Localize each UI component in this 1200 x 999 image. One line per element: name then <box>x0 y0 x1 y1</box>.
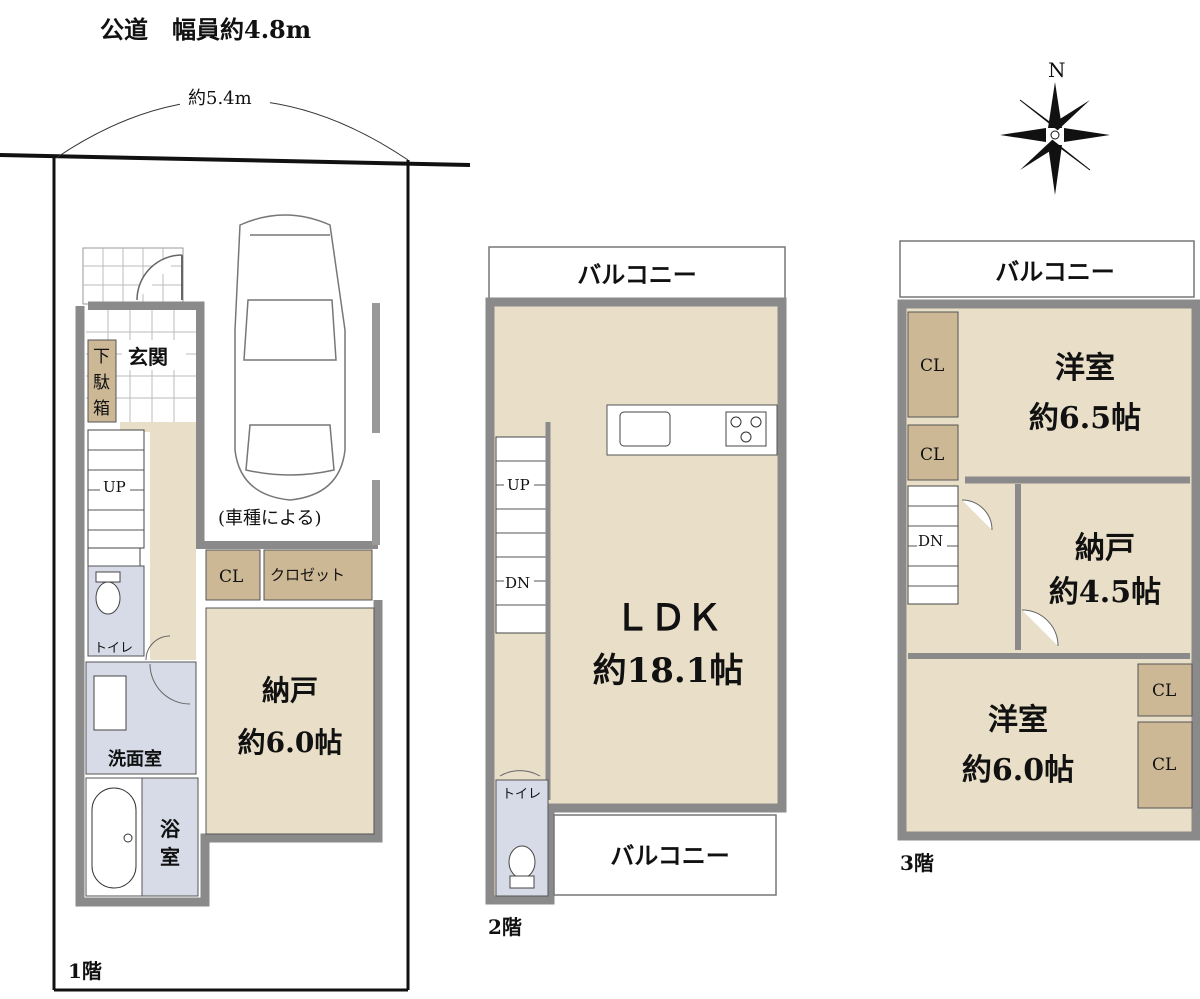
floor1-up-label: UP <box>103 478 126 496</box>
floor3-room1-size: 約6.5帖 <box>1029 401 1141 436</box>
floor3-storage-size: 約4.5帖 <box>1049 575 1161 610</box>
floor3-room2-name: 洋室 <box>988 703 1048 738</box>
floor2-balcony-bottom: バルコニー <box>610 841 730 870</box>
floor1-cl-label: CL <box>219 567 243 587</box>
floor2-toilet-label: トイレ <box>502 787 541 802</box>
car-icon <box>234 214 346 501</box>
floor3-room1-name: 洋室 <box>1055 351 1115 386</box>
site-outline: 約5.4m <box>0 86 471 992</box>
floor1-shoebox-1: 下 <box>93 347 110 367</box>
floor3-plan: バルコニー CL CL 洋室 約6.5帖 DN 納戸 約4.5帖 CL <box>897 240 1200 875</box>
floor3-balcony: バルコニー <box>995 257 1115 286</box>
floor3-cl-d: CL <box>1152 755 1176 775</box>
floor2-ldk-size: 約18.1帖 <box>593 651 744 691</box>
floor1-washroom-label: 洗面室 <box>108 748 162 770</box>
floor2-label: 2階 <box>488 915 522 939</box>
floor1-closet-label: クロゼット <box>270 566 345 584</box>
floor1-storage-size: 約6.0帖 <box>238 726 343 759</box>
floor2-ldk-name: ＬＤＫ <box>614 597 722 639</box>
floor3-storage-name: 納戸 <box>1075 531 1135 566</box>
floor1-genkan-label: 玄関 <box>128 345 168 369</box>
floor1-storage-name: 納戸 <box>262 674 318 707</box>
road-label: 公道 幅員約4.8m <box>100 15 311 44</box>
frontage-label: 約5.4m <box>188 88 252 109</box>
floor1-shoebox-2: 駄 <box>93 373 110 393</box>
floor2-dn-label: DN <box>505 574 530 592</box>
floor1-car-note: (車種による) <box>218 508 322 529</box>
floor1-toilet-label: トイレ <box>94 641 133 656</box>
floor2-balcony-top: バルコニー <box>577 260 697 289</box>
floor3-cl-c: CL <box>1152 681 1176 701</box>
floor3-cl-b: CL <box>920 445 944 465</box>
floor1-shoebox-3: 箱 <box>93 399 110 419</box>
compass-north-label: N <box>1048 58 1066 82</box>
compass-icon: N <box>1000 58 1110 195</box>
floor1-bath-2: 室 <box>160 845 180 869</box>
floor1-bath-1: 浴 <box>160 817 181 841</box>
floor3-label: 3階 <box>900 851 934 875</box>
floor2-plan: バルコニー UP DN ＬＤＫ 約18.1帖 トイレ バルコニー <box>485 246 787 939</box>
floor3-dn-label: DN <box>918 532 943 550</box>
floor3-cl-a: CL <box>920 356 944 376</box>
floor2-up-label: UP <box>507 476 530 494</box>
floor3-room2-size: 約6.0帖 <box>962 753 1074 788</box>
floor1-plan: 玄関 下 駄 箱 UP トイレ 洗面室 <box>68 214 383 983</box>
floor1-label: 1階 <box>68 959 102 983</box>
